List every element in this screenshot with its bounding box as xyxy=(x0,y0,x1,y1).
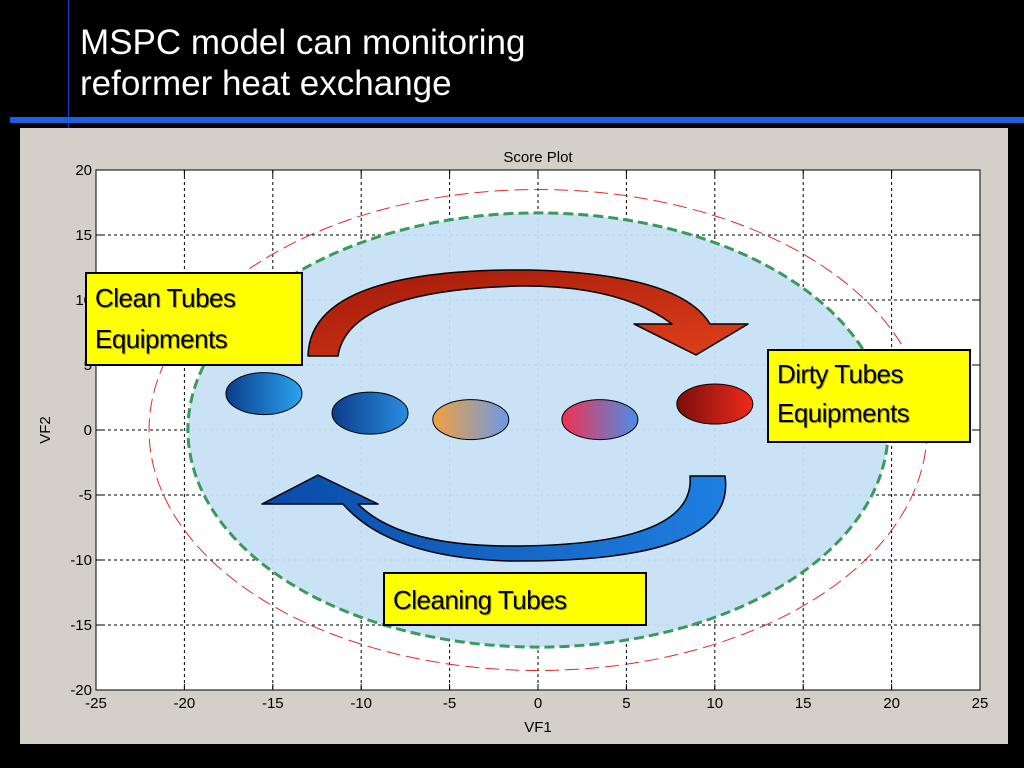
x-tick-label: -10 xyxy=(350,695,372,712)
score-point-dirty xyxy=(676,383,754,425)
x-tick-label: -5 xyxy=(443,695,456,712)
clean-callout-line-2: Equipments xyxy=(95,324,228,354)
dirty-callout-line-1: Dirty Tubes xyxy=(777,359,904,389)
cleaning-tubes-callout: Cleaning Tubes xyxy=(383,572,647,626)
y-tick-label: -15 xyxy=(70,617,92,634)
y-tick-label: -20 xyxy=(70,682,92,699)
slide-title: MSPC model can monitoring reformer heat … xyxy=(80,22,780,104)
slide-title-line-2: reformer heat exchange xyxy=(80,64,452,103)
x-tick-label: 5 xyxy=(622,695,630,712)
score-point-clean xyxy=(225,372,303,416)
y-tick-label: -5 xyxy=(79,487,92,504)
score-point-transition xyxy=(432,399,510,441)
x-tick-label: -15 xyxy=(262,695,284,712)
x-tick-label: -20 xyxy=(174,695,196,712)
y-axis-label: VF2 xyxy=(37,416,54,444)
score-point-clean xyxy=(331,391,409,435)
slide-title-line-1: MSPC model can monitoring xyxy=(80,23,526,62)
x-tick-label: -25 xyxy=(85,695,107,712)
clean-tubes-callout: Clean Tubes Equipments xyxy=(85,272,303,366)
y-tick-label: -10 xyxy=(70,552,92,569)
cleaning-callout-line-1: Cleaning Tubes xyxy=(393,585,567,615)
forward-cycle-arrow xyxy=(307,269,749,357)
dirty-tubes-callout: Dirty Tubes Equipments xyxy=(767,349,971,443)
y-tick-label: 15 xyxy=(75,227,92,244)
x-tick-label: 20 xyxy=(883,695,900,712)
title-divider-line xyxy=(68,0,69,128)
title-rule xyxy=(10,117,1024,123)
x-tick-label: 0 xyxy=(534,695,542,712)
normal-region-fill xyxy=(187,212,889,648)
x-tick-label: 25 xyxy=(972,695,989,712)
clean-callout-line-1: Clean Tubes xyxy=(95,283,236,313)
return-cycle-arrow xyxy=(261,474,727,562)
x-tick-label: 15 xyxy=(795,695,812,712)
chart-title: Score Plot xyxy=(503,149,573,166)
y-tick-label: 0 xyxy=(84,422,92,439)
y-tick-label: 20 xyxy=(75,162,92,179)
x-axis-label: VF1 xyxy=(524,719,552,736)
x-tick-label: 10 xyxy=(706,695,723,712)
score-point-transition xyxy=(561,399,639,441)
dirty-callout-line-2: Equipments xyxy=(777,398,910,428)
